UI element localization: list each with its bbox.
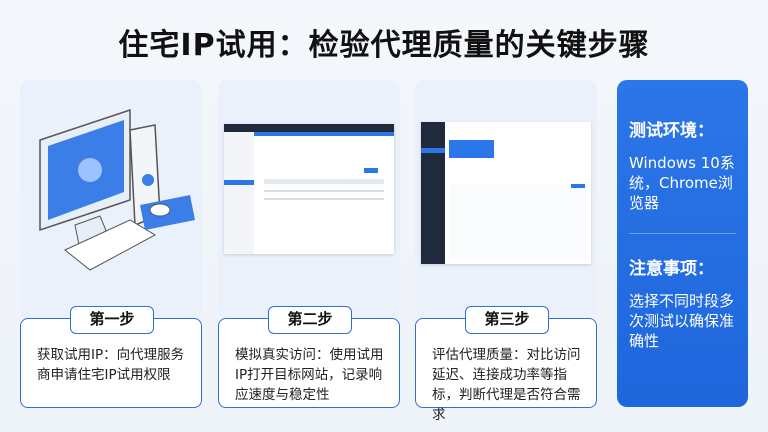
table-action-button <box>571 184 585 188</box>
table-row <box>264 190 384 192</box>
divider <box>629 233 736 234</box>
step-3-card: 评估代理质量：对比访问延迟、连接成功率等指标，判断代理是否符合需求 <box>415 318 597 423</box>
data-table <box>449 184 587 260</box>
table-header <box>264 179 384 184</box>
computer-illustration-panel <box>20 80 202 320</box>
dashboard-screenshot-panel <box>415 80 597 320</box>
sidebar-active-item <box>421 148 445 153</box>
env-text: Windows 10系统，Chrome浏览器 <box>629 154 735 212</box>
sidebar <box>224 132 254 254</box>
dashboard-screenshot <box>421 122 591 264</box>
step-2-badge: 第二步 <box>268 306 352 334</box>
step-3-badge: 第三步 <box>465 306 549 334</box>
stat-card <box>449 140 494 158</box>
website-screenshot <box>224 124 394 254</box>
top-nav-bar <box>224 124 394 132</box>
step-2-card: 模拟真实访问：使用试用IP打开目标网站，记录响应速度与稳定性 <box>218 318 400 408</box>
sidebar <box>421 122 445 264</box>
note-title: 注意事项： <box>629 259 714 279</box>
note-text: 选择不同时段多次测试以确保准确性 <box>629 292 735 350</box>
computer-icon <box>39 108 195 271</box>
table-row <box>264 198 384 200</box>
header-strip <box>254 132 394 136</box>
step-1-badge: 第一步 <box>70 306 154 334</box>
query-button <box>364 168 378 173</box>
env-title: 测试环境： <box>629 121 714 141</box>
info-sidebar: 测试环境： Windows 10系统，Chrome浏览器 注意事项： 选择不同时… <box>617 80 748 407</box>
page-title: 住宅IP试用：检验代理质量的关键步骤 <box>118 28 650 63</box>
browser-screenshot-panel <box>218 80 400 320</box>
sidebar-active-item <box>224 180 254 185</box>
